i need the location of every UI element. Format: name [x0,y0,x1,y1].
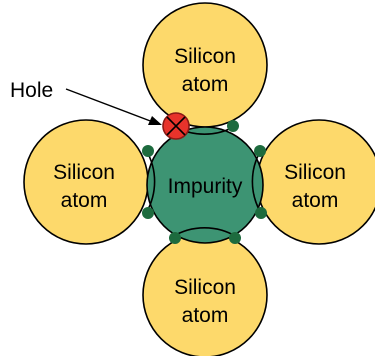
electron-dot [229,232,241,244]
hole-label: Hole [10,79,53,102]
electron-dot [169,232,181,244]
impurity-label: Impurity [168,175,243,198]
atom-label-left-line1: Silicon [53,161,115,184]
hole-arrow-head [148,116,162,125]
atom-label-bottom-line2: atom [182,304,229,327]
atom-label-right-line2: atom [292,189,339,212]
electron-dot [142,145,154,157]
electron-dot [254,145,266,157]
electron-dot [142,207,154,219]
atom-label-top-line2: atom [182,73,229,96]
electron-dot [255,207,267,219]
atom-label-bottom-line1: Silicon [174,276,236,299]
atom-label-right-line1: Silicon [284,161,346,184]
hole-marker [163,113,189,139]
atom-label-top-line1: Silicon [174,45,236,68]
electron-dot [227,120,239,132]
hole-arrow-line [66,89,153,122]
atom-label-left-line2: atom [61,189,108,212]
